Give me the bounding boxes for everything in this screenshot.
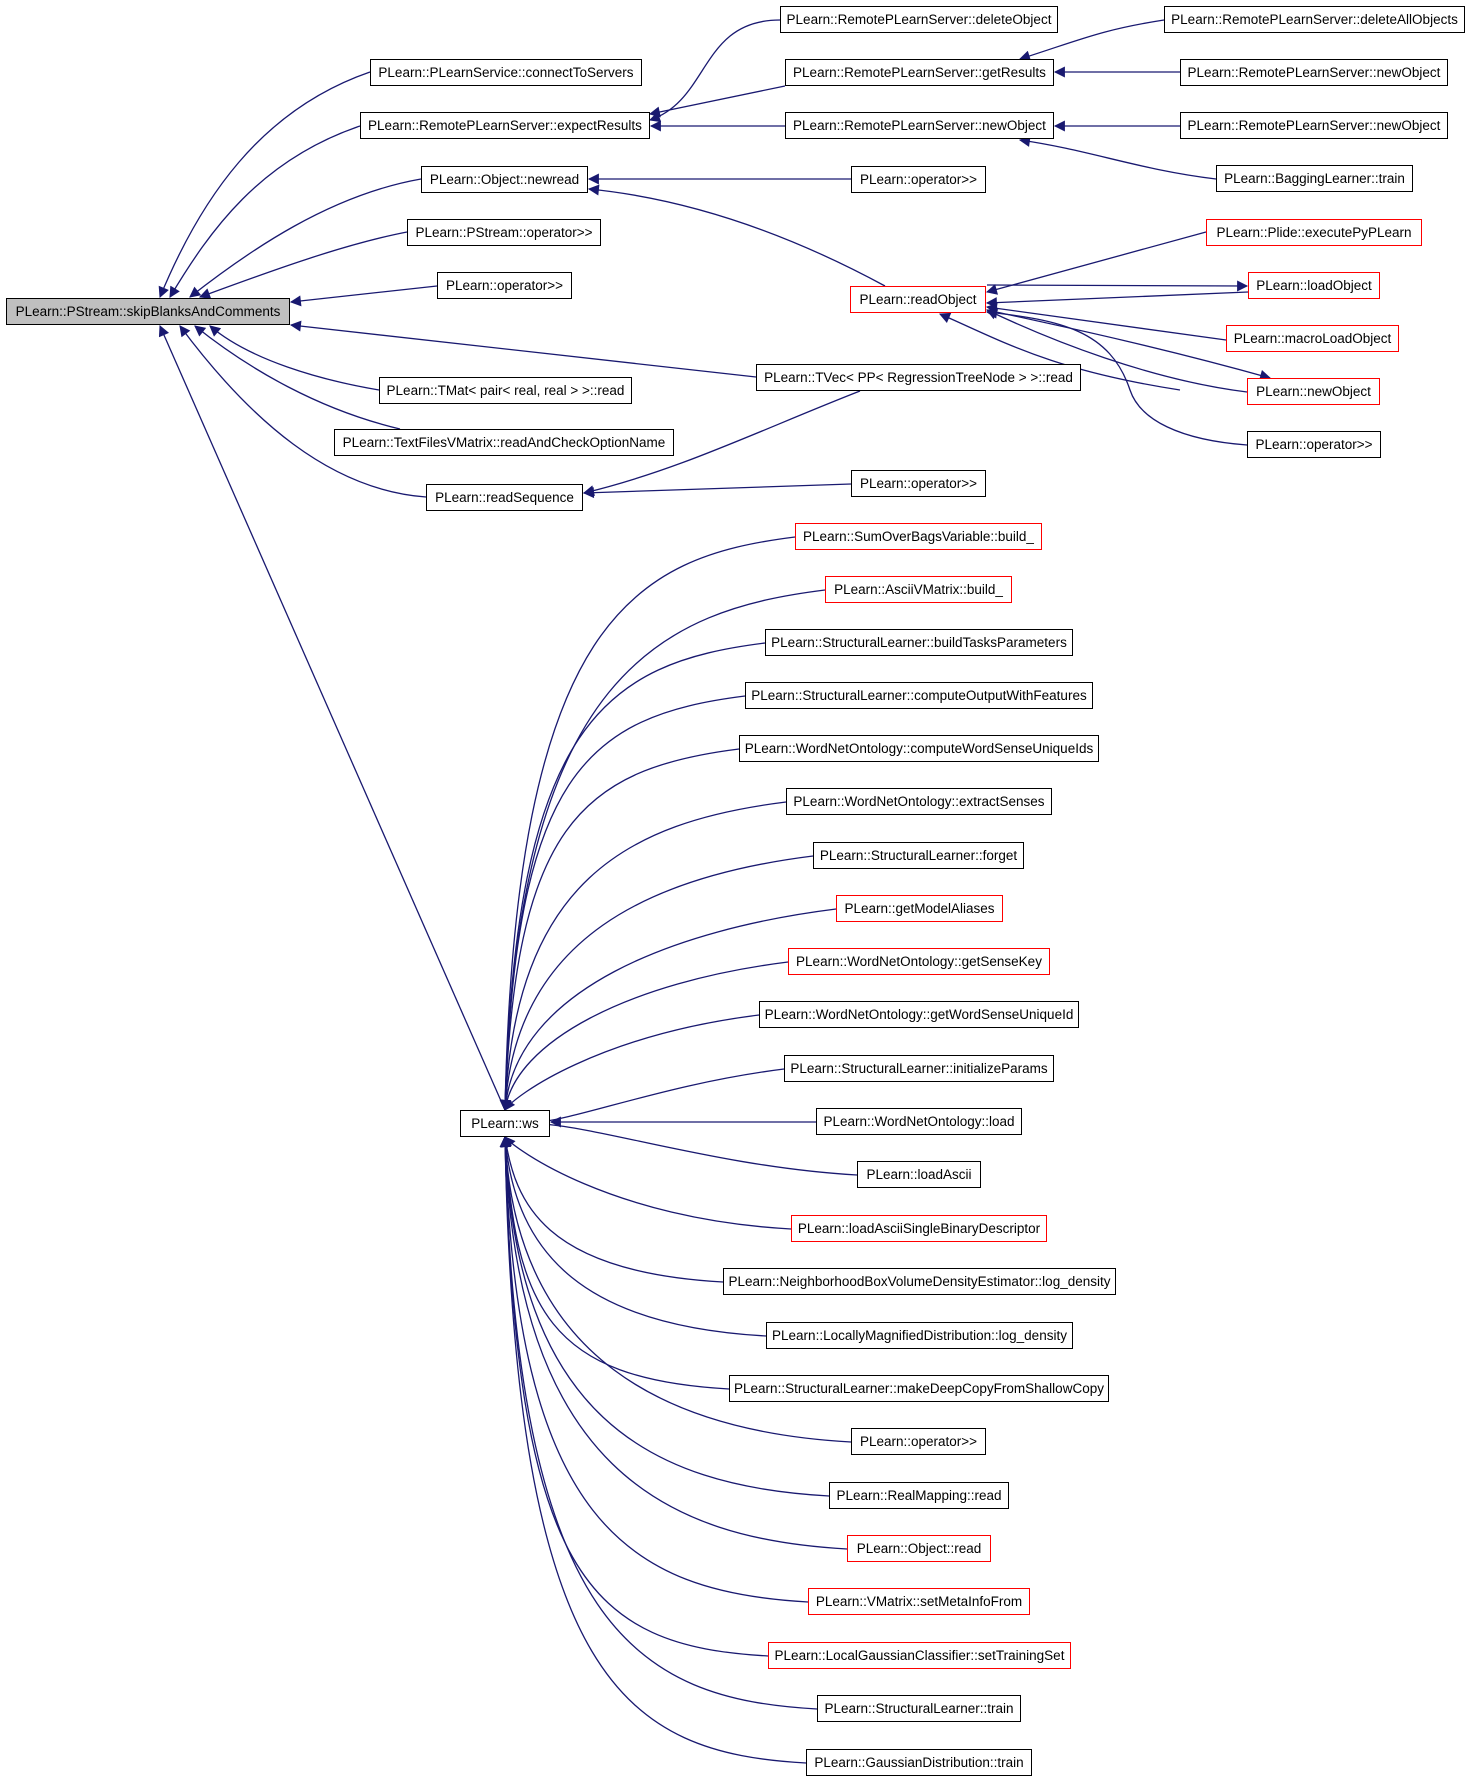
edge-ws-caller-9-to-ws <box>504 1014 760 1111</box>
edge-ws-caller-17-to-ws <box>499 1135 852 1443</box>
node-gaussian-train[interactable]: PLearn::GaussianDistribution::train <box>806 1749 1032 1776</box>
edge-op-readseq-to-readseq <box>582 483 852 499</box>
edge-ws-caller-18-to-ws <box>499 1135 830 1497</box>
node-locallymagnified-log-density[interactable]: PLearn::LocallyMagnifiedDistribution::lo… <box>766 1322 1073 1349</box>
edge-expect-to-skip <box>169 125 361 298</box>
node-wordnet-load[interactable]: PLearn::WordNetOntology::load <box>816 1108 1022 1135</box>
node-newObject[interactable]: PLearn::newObject <box>1247 378 1380 405</box>
edge-ws-caller-13-to-ws <box>504 1136 792 1230</box>
node-realmapping-read[interactable]: PLearn::RealMapping::read <box>829 1482 1009 1509</box>
edge-deleteObject-to-expect <box>648 19 781 123</box>
node-textfilesvmatrix[interactable]: PLearn::TextFilesVMatrix::readAndCheckOp… <box>334 429 674 456</box>
node-extractSenses[interactable]: PLearn::WordNetOntology::extractSenses <box>786 788 1052 815</box>
node-readSequence[interactable]: PLearn::readSequence <box>426 484 583 511</box>
edge-op-readobj-to-readObject <box>985 307 1248 446</box>
edge-getResults-to-expect <box>648 85 786 118</box>
node-plide[interactable]: PLearn::Plide::executePyPLearn <box>1206 219 1422 246</box>
edge-macroLoad-to-readObject <box>985 302 1227 341</box>
node-ws[interactable]: PLearn::ws <box>460 1110 550 1137</box>
edge-ws-caller-7-to-ws <box>500 908 837 1112</box>
node-object-read[interactable]: PLearn::Object::read <box>847 1535 991 1562</box>
node-expectResults[interactable]: PLearn::RemotePLearnServer::expectResult… <box>360 112 650 139</box>
edge-connect-to-skip <box>158 71 371 299</box>
node-structural-forget[interactable]: PLearn::StructuralLearner::forget <box>813 842 1024 869</box>
edge-ws-caller-0-to-ws <box>499 536 796 1112</box>
node-setMetaInfoFrom[interactable]: PLearn::VMatrix::setMetaInfoFrom <box>808 1588 1030 1615</box>
edge-readObject-to-newObject <box>986 309 1272 381</box>
node-operator-newread[interactable]: PLearn::operator>> <box>851 166 986 193</box>
node-loadAscii[interactable]: PLearn::loadAscii <box>857 1161 981 1188</box>
edge-readObject-to-newread <box>587 184 886 287</box>
edge-ws-caller-15-to-ws <box>500 1135 767 1337</box>
node-getResults[interactable]: PLearn::RemotePLearnServer::getResults <box>785 59 1054 86</box>
edge-ws-caller-4-to-ws <box>499 748 740 1112</box>
node-skipBlanksAndComments: PLearn::PStream::skipBlanksAndComments <box>6 298 290 325</box>
node-computeWordSenseUniqueIds[interactable]: PLearn::WordNetOntology::computeWordSens… <box>739 735 1099 762</box>
edge-ws-caller-1-to-ws <box>499 589 826 1112</box>
edge-ws-caller-14-to-ws <box>501 1135 724 1283</box>
node-operator-ws[interactable]: PLearn::operator>> <box>851 1428 986 1455</box>
node-deleteAllObjects[interactable]: PLearn::RemotePLearnServer::deleteAllObj… <box>1164 6 1465 33</box>
edge-ws-caller-21-to-ws <box>499 1135 769 1657</box>
edge-newObject-to-readObject <box>986 309 1248 393</box>
node-object-newread[interactable]: PLearn::Object::newread <box>421 166 588 193</box>
edge-bagging-to-newObject <box>1018 135 1217 180</box>
edge-newObject-to-readObject-lower <box>938 312 1181 391</box>
node-loadAsciiSingleBinaryDescriptor[interactable]: PLearn::loadAsciiSingleBinaryDescriptor <box>791 1215 1047 1242</box>
edge-tmat-to-skip <box>209 325 380 391</box>
node-connectToServers[interactable]: PLearn::PLearnService::connectToServers <box>370 59 642 86</box>
node-tvec-read[interactable]: PLearn::TVec< PP< RegressionTreeNode > >… <box>756 364 1081 391</box>
node-getWordSenseUniqueId[interactable]: PLearn::WordNetOntology::getWordSenseUni… <box>759 1001 1079 1028</box>
node-operator-readobj[interactable]: PLearn::operator>> <box>1247 431 1381 458</box>
node-structural-train[interactable]: PLearn::StructuralLearner::train <box>817 1695 1021 1722</box>
node-macroLoadObject[interactable]: PLearn::macroLoadObject <box>1226 325 1399 352</box>
node-deleteObject[interactable]: PLearn::RemotePLearnServer::deleteObject <box>780 6 1058 33</box>
node-neighborhoodbox-log-density[interactable]: PLearn::NeighborhoodBoxVolumeDensityEsti… <box>723 1268 1116 1295</box>
node-pstream-operator[interactable]: PLearn::PStream::operator>> <box>407 219 601 246</box>
node-computeOutputWithFeatures[interactable]: PLearn::StructuralLearner::computeOutput… <box>745 682 1093 709</box>
edge-ws-caller-2-to-ws <box>499 642 766 1112</box>
node-getSenseKey[interactable]: PLearn::WordNetOntology::getSenseKey <box>788 948 1050 975</box>
node-rps-newObject-c[interactable]: PLearn::RemotePLearnServer::newObject <box>1180 112 1448 139</box>
edge-readObject-to-loadObject <box>986 280 1249 292</box>
edge-deleteAll-to-getResults <box>1018 19 1165 62</box>
edge-tvec-to-skip <box>289 320 757 378</box>
node-buildTasksParameters[interactable]: PLearn::StructuralLearner::buildTasksPar… <box>765 629 1073 656</box>
edge-tvec-to-readseq <box>582 390 861 497</box>
edge-ws-caller-16-to-ws <box>500 1135 730 1390</box>
edge-loadObject-to-readObject <box>985 291 1249 309</box>
node-tmat-read[interactable]: PLearn::TMat< pair< real, real > >::read <box>379 377 632 404</box>
edge-readseq-to-skip <box>179 325 427 498</box>
edge-ws-caller-22-to-ws <box>499 1135 818 1710</box>
edge-newread-to-skip <box>189 178 422 298</box>
edge-plide-to-readObject <box>985 231 1207 295</box>
node-operator-readseq[interactable]: PLearn::operator>> <box>851 470 986 497</box>
edge-pstream-op-to-skip <box>198 231 408 299</box>
node-initializeParams[interactable]: PLearn::StructuralLearner::initializePar… <box>784 1055 1054 1082</box>
edge-ws-caller-12-to-ws <box>501 1123 858 1176</box>
edge-textfiles-to-skip <box>194 325 401 430</box>
node-asciivmatrix-build[interactable]: PLearn::AsciiVMatrix::build_ <box>825 576 1012 603</box>
node-makeDeepCopyFromShallowCopy[interactable]: PLearn::StructuralLearner::makeDeepCopyF… <box>729 1375 1109 1402</box>
edge-ws-caller-5-to-ws <box>499 801 787 1112</box>
node-bagging-train[interactable]: PLearn::BaggingLearner::train <box>1216 165 1413 192</box>
node-loadObject[interactable]: PLearn::loadObject <box>1248 272 1380 299</box>
edge-ws-to-skip <box>158 324 506 1111</box>
node-getModelAliases[interactable]: PLearn::getModelAliases <box>836 895 1003 922</box>
edge-ws-caller-19-to-ws <box>499 1135 848 1550</box>
edge-op1-to-skip <box>289 285 438 307</box>
node-readObject[interactable]: PLearn::readObject <box>850 286 986 313</box>
edge-ws-caller-3-to-ws <box>499 695 746 1112</box>
edge-ws-caller-20-to-ws <box>499 1135 809 1603</box>
node-rps-newObject-b[interactable]: PLearn::RemotePLearnServer::newObject <box>1180 59 1448 86</box>
node-rps-newObject[interactable]: PLearn::RemotePLearnServer::newObject <box>785 112 1054 139</box>
node-setTrainingSet[interactable]: PLearn::LocalGaussianClassifier::setTrai… <box>768 1642 1071 1669</box>
node-sumoverbags-build[interactable]: PLearn::SumOverBagsVariable::build_ <box>795 523 1042 550</box>
edge-ws-caller-6-to-ws <box>500 855 814 1112</box>
edge-ws-caller-23-to-ws <box>499 1135 807 1764</box>
node-operator-1[interactable]: PLearn::operator>> <box>437 272 572 299</box>
edge-ws-caller-8-to-ws <box>501 961 789 1112</box>
